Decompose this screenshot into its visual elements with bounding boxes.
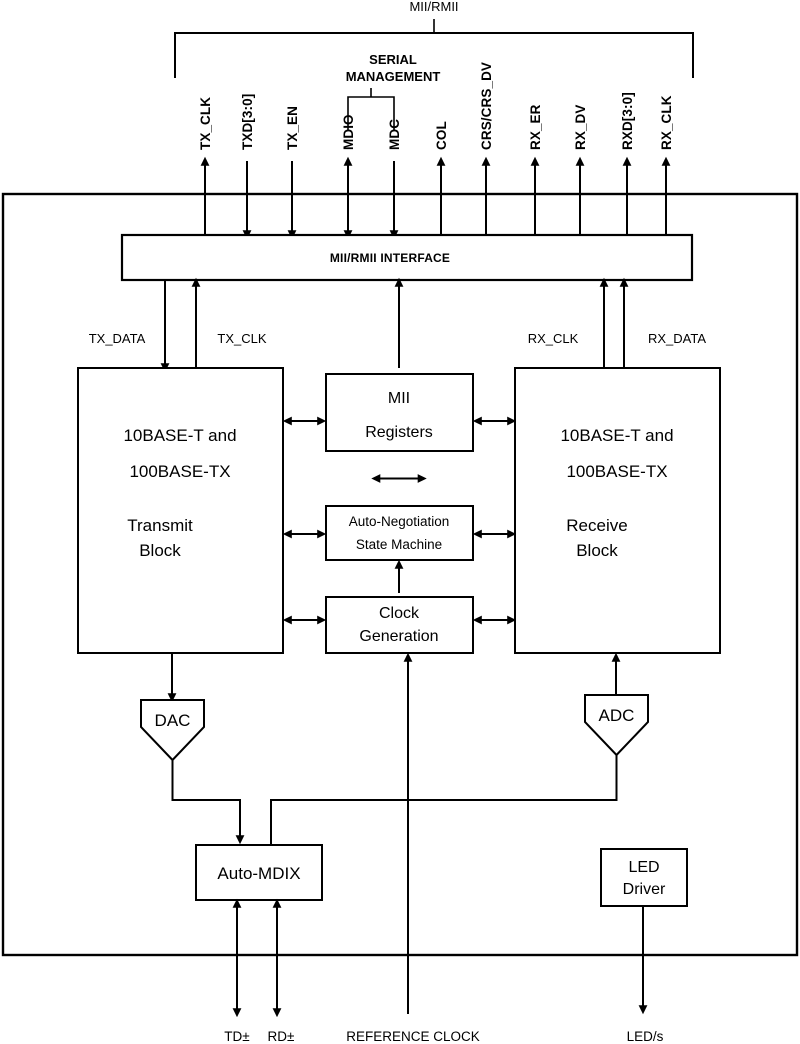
dac-label: DAC — [155, 711, 191, 730]
mii-rmii-interface-label: MII/RMII INTERFACE — [330, 251, 450, 265]
signal-label-rx-clk: RX_CLK — [528, 331, 579, 346]
transmit-block-line2: 100BASE-TX — [129, 462, 230, 481]
bottom-pin-label-reference-clock: REFERENCE CLOCK — [346, 1029, 480, 1044]
pin-label-mdc: MDC — [387, 119, 402, 150]
adc-block: ADC — [584, 652, 649, 757]
mii-rmii-bracket — [174, 32, 694, 78]
transmit-center-links — [282, 416, 327, 625]
mii-rmii-group: MII/RMII — [174, 0, 694, 78]
adc-label: ADC — [599, 706, 635, 725]
signal-label-tx-clk: TX_CLK — [217, 331, 266, 346]
bottom-pin-label-td: TD± — [224, 1029, 249, 1044]
bottom-pin-labels: TD± RD± REFERENCE CLOCK LED/s — [224, 1029, 663, 1044]
mii-rmii-interface-block: MII/RMII INTERFACE — [120, 233, 694, 282]
auto-negotiation-line2: State Machine — [356, 537, 442, 552]
pin-label-rx-dv: RX_DV — [573, 104, 588, 150]
pin-label-tx-clk: TX_CLK — [198, 97, 213, 150]
auto-mdix-label: Auto-MDIX — [217, 864, 300, 883]
pin-connection-lines — [200, 156, 671, 240]
receive-center-links — [472, 416, 517, 625]
mii-registers-line2: Registers — [365, 424, 433, 441]
pin-label-rx-er: RX_ER — [528, 104, 543, 150]
transmit-block-line4: Block — [139, 541, 181, 560]
adc-shape — [584, 694, 649, 757]
clock-generation-box — [325, 596, 474, 654]
signal-label-rx-data: RX_DATA — [648, 331, 706, 346]
chip-boundary — [1, 192, 799, 957]
pin-label-col: COL — [434, 121, 449, 150]
mii-registers-line1: MII — [388, 390, 410, 407]
serial-management-bracket — [347, 96, 395, 130]
receive-block-box — [514, 367, 721, 654]
led-driver-line2: Driver — [623, 881, 666, 898]
serial-management-label-line1: SERIAL — [369, 52, 417, 67]
serial-management-label-line2: MANAGEMENT — [346, 69, 441, 84]
transmit-block-line3: Transmit — [127, 516, 193, 535]
auto-mdix-box — [195, 844, 323, 901]
led-driver-box — [600, 848, 688, 907]
auto-mdix-block: Auto-MDIX — [195, 844, 323, 901]
transmit-block-box — [77, 367, 284, 654]
clock-generation-block: Clock Generation — [325, 596, 474, 654]
receive-block-line3: Receive — [566, 516, 627, 535]
clock-generation-line2: Generation — [359, 628, 438, 645]
serial-management-group: SERIAL MANAGEMENT — [346, 52, 441, 130]
pin-label-rx-clk: RX_CLK — [659, 95, 674, 150]
interface-block-connections: TX_DATA TX_CLK RX_CLK RX_DATA — [89, 277, 706, 373]
auto-negotiation-block: Auto-Negotiation State Machine — [325, 505, 474, 561]
mii-registers-box — [325, 373, 474, 452]
auto-negotiation-box — [325, 505, 474, 561]
mii-rmii-title: MII/RMII — [409, 0, 458, 14]
pin-label-rxd: RXD[3:0] — [620, 92, 635, 150]
bottom-pin-label-rd: RD± — [268, 1029, 295, 1044]
mii-rmii-interface-box — [120, 233, 694, 282]
dac-block: DAC — [140, 653, 205, 762]
mii-registers-block: MII Registers — [325, 373, 474, 452]
led-driver-block: LED Driver — [600, 848, 688, 907]
analog-routing — [171, 755, 618, 845]
dac-shape — [140, 699, 205, 762]
receive-block-line2: 100BASE-TX — [566, 462, 667, 481]
receive-block-line4: Block — [576, 541, 618, 560]
pin-label-tx-en: TX_EN — [285, 106, 300, 150]
signal-label-tx-data: TX_DATA — [89, 331, 146, 346]
pin-label-mdio: MDIO — [341, 114, 356, 150]
route-automdix-to-adc — [270, 755, 618, 845]
led-driver-line1: LED — [628, 859, 659, 876]
center-column-links — [371, 474, 427, 593]
pin-label-crs: CRS/CRS_DV — [479, 62, 494, 150]
transmit-block-line1: 10BASE-T and — [123, 426, 236, 445]
bottom-pin-label-leds: LED/s — [627, 1029, 664, 1044]
receive-block: 10BASE-T and 100BASE-TX Receive Block — [514, 367, 721, 654]
transmit-block: 10BASE-T and 100BASE-TX Transmit Block — [77, 367, 284, 654]
clock-generation-line1: Clock — [379, 605, 420, 622]
route-dac-to-automdix — [171, 760, 245, 845]
auto-negotiation-line1: Auto-Negotiation — [349, 514, 450, 529]
receive-block-line1: 10BASE-T and — [560, 426, 673, 445]
pin-labels: TX_CLK TXD[3:0] TX_EN MDIO MDC COL CRS/C… — [198, 62, 674, 150]
bottom-pin-lines — [232, 652, 648, 1018]
pin-label-txd: TXD[3:0] — [240, 94, 255, 150]
